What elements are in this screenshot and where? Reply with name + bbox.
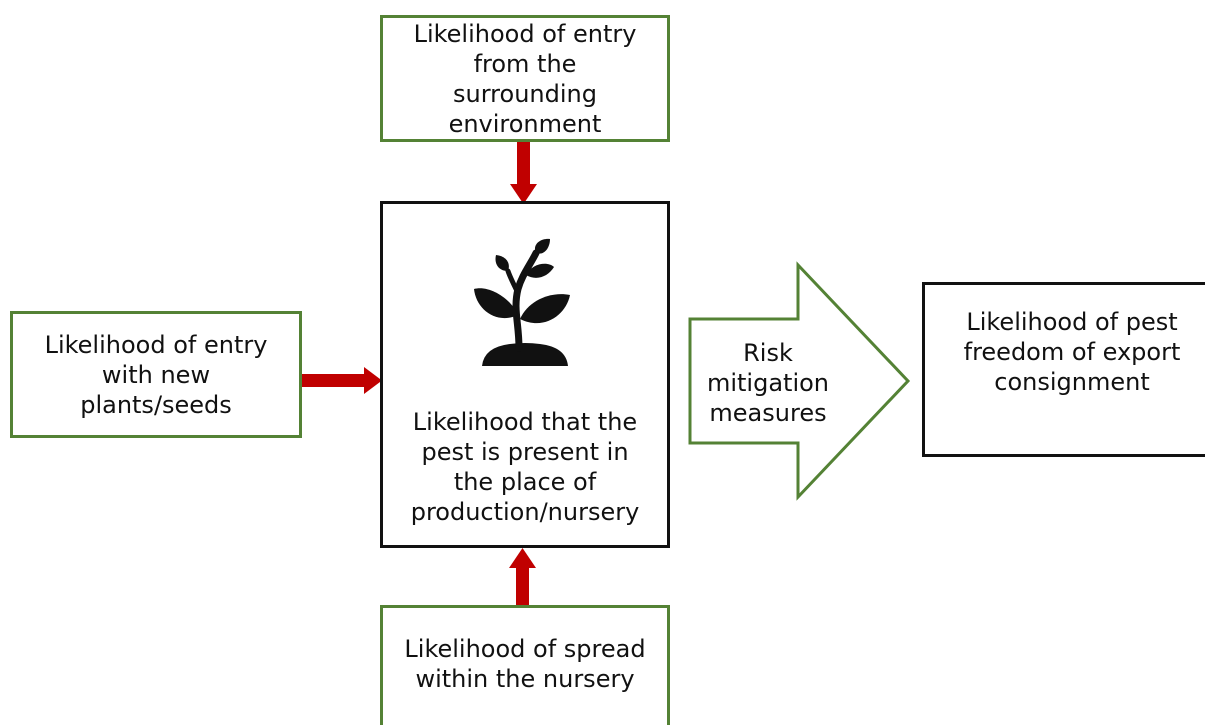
pest-freedom-box: Likelihood of pest freedom of export con… (922, 282, 1205, 457)
arrow-left-to-center (302, 367, 382, 394)
entry-new-plants-box: Likelihood of entry with new plants/seed… (10, 311, 302, 438)
entry-new-plants-text: Likelihood of entry with new plants/seed… (44, 330, 268, 419)
pest-freedom-text: Likelihood of pest freedom of export con… (963, 307, 1181, 396)
arrow-bottom-to-center (509, 548, 536, 606)
risk-mitigation-label: Risk mitigation measures (706, 339, 830, 427)
pest-presence-box: Likelihood that the pest is present in t… (380, 201, 670, 548)
spread-within-nursery-text: Likelihood of spread within the nursery (404, 635, 646, 693)
plant-icon (474, 238, 570, 366)
risk-mitigation-arrow (688, 261, 911, 501)
entry-environment-text: Likelihood of entry from the surrounding… (413, 19, 637, 138)
entry-environment-box: Likelihood of entry from the surrounding… (380, 15, 670, 142)
spread-within-nursery-box: Likelihood of spread within the nursery (380, 605, 670, 725)
arrow-top-to-center (510, 142, 537, 204)
pest-presence-text: Likelihood that the pest is present in t… (410, 408, 640, 526)
